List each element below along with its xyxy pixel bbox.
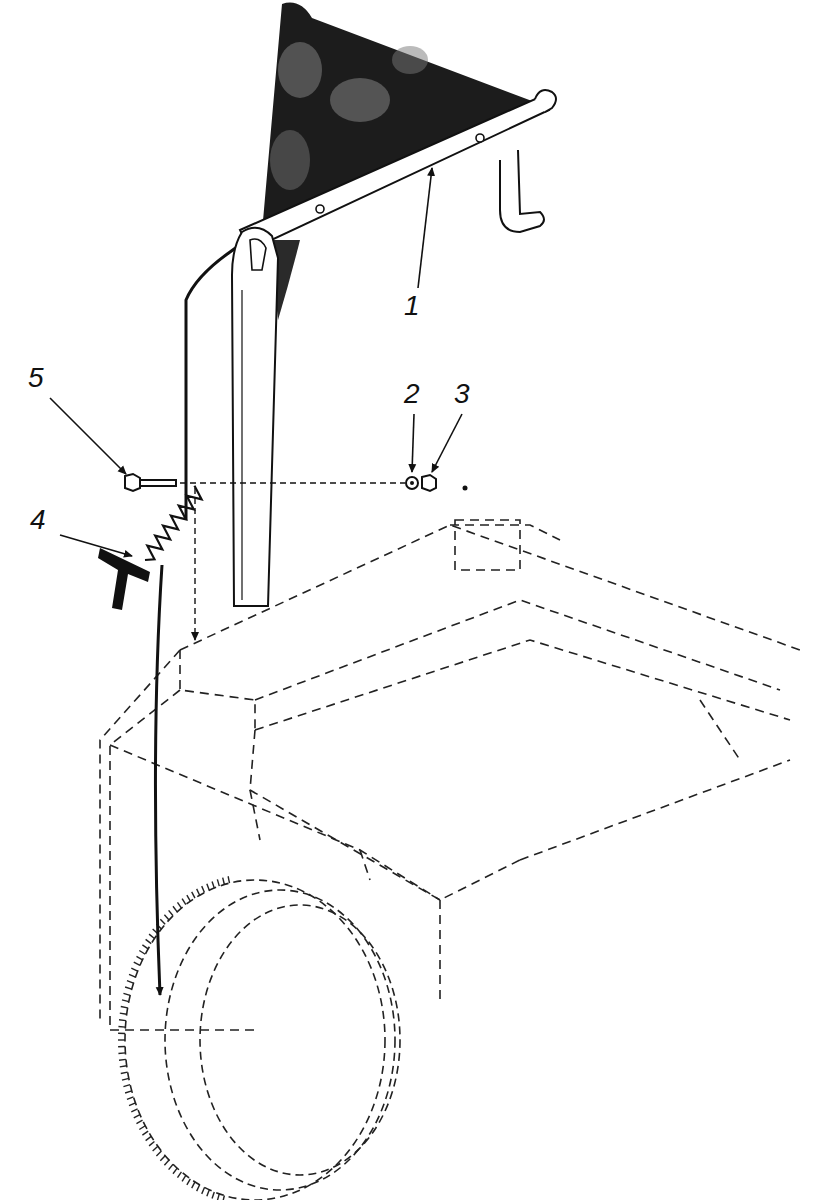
wheel-tooth <box>192 1182 195 1188</box>
wheel-tooth <box>121 1007 128 1008</box>
wheel-tooth <box>134 1115 140 1118</box>
wheel-tooth <box>207 1190 209 1197</box>
wheel-tooth <box>197 1185 200 1191</box>
wheel-tooth <box>119 1019 126 1021</box>
wheel-tooth <box>160 919 165 924</box>
wheel-tooth <box>125 1091 132 1093</box>
wheel-tooth <box>217 1194 219 1200</box>
wheel-tooth <box>192 892 195 898</box>
wheel-tooth <box>177 1172 181 1178</box>
callout-number: 1 <box>404 292 420 320</box>
wheel-tooth <box>123 993 130 995</box>
wheel-tooth <box>212 881 214 888</box>
wheel-tooth <box>127 1097 134 1099</box>
wheel-tooth <box>177 902 181 908</box>
wheel-tooth <box>228 876 229 883</box>
wheel-tooth <box>118 1026 125 1028</box>
wheel-tooth <box>197 889 200 895</box>
wheel-tooth <box>129 974 135 977</box>
wheel-tooth <box>187 895 190 901</box>
wheel-tooth <box>217 879 219 886</box>
wheel-tooth <box>131 1109 137 1112</box>
wheel-tooth <box>202 1187 205 1193</box>
wheel-tooth <box>146 1136 152 1140</box>
wheel-tooth <box>149 1141 154 1145</box>
wheel-tooth <box>122 1000 129 1002</box>
wheel-tooth <box>122 1078 129 1080</box>
wheel-tooth <box>120 1013 127 1014</box>
callout-number: 3 <box>454 380 470 408</box>
wheel-tooth <box>173 1168 177 1174</box>
wheel-tooth <box>121 1072 128 1073</box>
wheel-tooth <box>125 987 132 989</box>
wheel-tooth <box>118 1039 125 1040</box>
wheel-tooth <box>173 906 177 912</box>
wheel-tooth <box>146 939 152 943</box>
wheel-tooth <box>164 915 169 920</box>
wheel-tooth <box>149 934 154 938</box>
wheel-tooth <box>142 945 148 949</box>
wheel-tooth <box>139 951 145 955</box>
wheel-tooth <box>123 1085 130 1087</box>
wheel-tooth <box>118 1033 125 1035</box>
wheel-tooth <box>212 1192 214 1199</box>
wheel-tooth <box>136 956 142 960</box>
wheel-tooth <box>207 884 209 891</box>
wheel-tooth <box>127 981 134 983</box>
wheel-tooth <box>164 1160 169 1165</box>
callout-number: 2 <box>404 380 420 408</box>
wheel-tooth <box>187 1179 190 1185</box>
wheel-tooth <box>160 1156 165 1161</box>
wheel-tooth <box>169 910 173 915</box>
wheel-tooth <box>223 1195 225 1200</box>
wheel-tooth <box>120 1066 127 1067</box>
wheel-tooth <box>119 1059 126 1061</box>
wheel-tooth <box>136 1120 142 1124</box>
wheel-tooth <box>182 899 186 905</box>
wheel-tooth <box>139 1126 145 1130</box>
callout-number: 5 <box>28 364 44 392</box>
callout-number: 4 <box>30 506 46 534</box>
wheel-tooth <box>118 1046 125 1048</box>
wheel-tooth <box>131 968 137 971</box>
wheel-tooth <box>169 1164 173 1169</box>
wheel-tooth <box>202 886 205 892</box>
wheel-tooth <box>129 1103 135 1106</box>
wheel-tooth <box>118 1052 125 1054</box>
wheel-tooth <box>134 962 140 965</box>
wheel-tooth <box>223 878 225 885</box>
wheel-tooth <box>142 1131 148 1135</box>
wheel-tooth <box>156 1151 161 1156</box>
wheel-tooth <box>182 1175 186 1181</box>
wheel-tooth <box>153 1146 158 1151</box>
